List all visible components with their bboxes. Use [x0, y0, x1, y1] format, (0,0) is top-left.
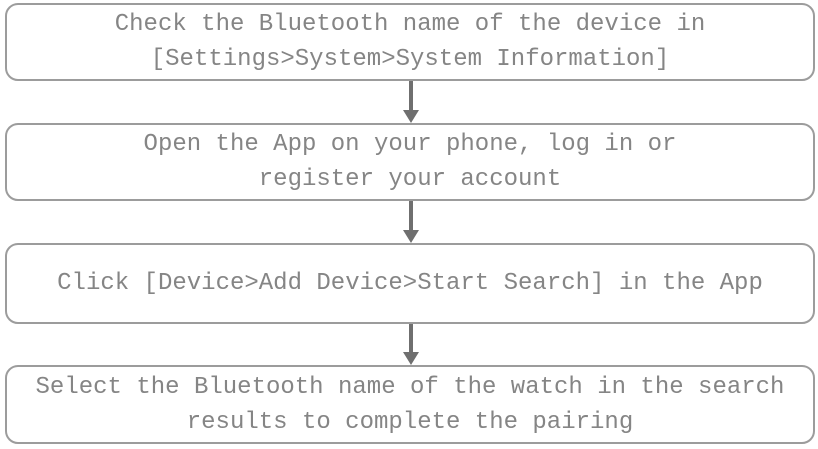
step-text-line: Check the Bluetooth name of the device i…	[114, 11, 706, 38]
arrow-head	[403, 110, 419, 123]
step-text-line: [Settings>System>System Information]	[150, 46, 670, 73]
down-arrow-icon	[403, 81, 419, 123]
arrow-stem	[409, 201, 413, 230]
step-text-line: register your account	[258, 166, 562, 193]
flow-step-click-start-search: Click [Device>Add Device>Start Search] i…	[5, 243, 815, 324]
arrow-stem	[409, 81, 413, 110]
flow-step-open-app-login: Open the App on your phone, log in or re…	[5, 123, 815, 201]
step-text-line: Select the Bluetooth name of the watch i…	[35, 373, 785, 401]
arrow-head	[403, 230, 419, 243]
flow-step-select-watch-pairing: Select the Bluetooth name of the watch i…	[5, 365, 815, 444]
down-arrow-icon	[403, 201, 419, 243]
arrow-stem	[409, 324, 413, 352]
down-arrow-icon	[403, 324, 419, 365]
flow-step-check-bluetooth-name: Check the Bluetooth name of the device i…	[5, 3, 815, 81]
step-text-line: results to complete the pairing	[186, 408, 634, 436]
step-text-line: Open the App on your phone, log in or	[143, 131, 677, 158]
arrow-head	[403, 352, 419, 365]
step-text-line: Click [Device>Add Device>Start Search] i…	[57, 270, 763, 297]
